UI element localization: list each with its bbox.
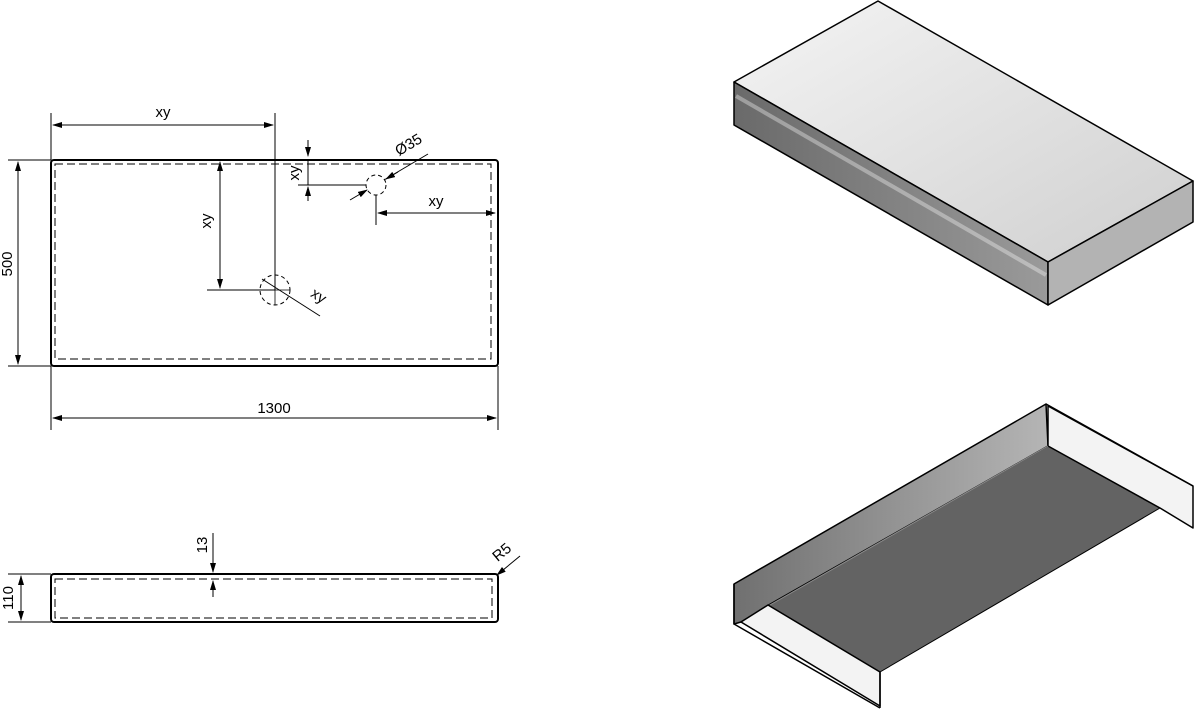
top-view: xy xy xy xy xy Ø35 1300 500	[0, 104, 499, 430]
side-view-outline	[50, 573, 499, 623]
hole-2	[365, 174, 387, 196]
side-view: 110 13 R5	[0, 533, 521, 623]
dim-label-hole1-dia: xy	[308, 285, 330, 308]
dim-label-length: 1300	[257, 400, 290, 417]
leader-hole2-dia	[349, 189, 368, 201]
dim-label-hole2-x: xy	[429, 193, 445, 210]
dim-label-hole1-x: xy	[156, 104, 172, 121]
side-view-hidden-edge	[54, 578, 493, 619]
iso-view-top	[733, 0, 1194, 306]
iso-view-bottom	[733, 403, 1194, 709]
dim-label-thickness: 13	[194, 537, 211, 554]
dim-label-hole1-y: xy	[198, 213, 215, 229]
dim-label-radius: R5	[489, 540, 515, 565]
dim-label-hole2-dia: Ø35	[392, 131, 425, 160]
dim-label-hole2-y: xy	[286, 165, 303, 181]
dim-label-width: 500	[0, 251, 16, 276]
top-view-hidden-edge	[54, 163, 492, 360]
iso-right-face	[1047, 180, 1194, 306]
leader-hole1-dia	[261, 278, 321, 317]
dim-label-height: 110	[0, 586, 17, 610]
leader-radius	[496, 555, 521, 576]
